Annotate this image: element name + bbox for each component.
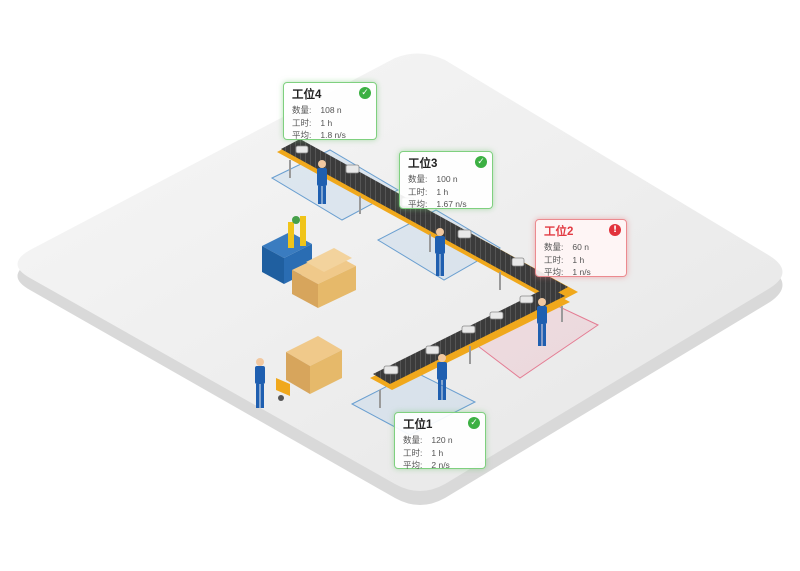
avg-label: 平均: bbox=[408, 199, 428, 209]
qty-label: 数量: bbox=[292, 105, 312, 115]
station-title: 工位1 bbox=[403, 419, 433, 431]
check-icon: ✓ bbox=[468, 417, 480, 429]
time-value: 1 h bbox=[436, 186, 449, 197]
station-title: 工位2 bbox=[544, 226, 574, 238]
worker-figures bbox=[255, 160, 547, 408]
qty-label: 数量: bbox=[544, 242, 564, 252]
check-icon: ✓ bbox=[359, 87, 371, 99]
station-card-2[interactable]: ! 工位2 数量: 60 n 工时: 1 h 平均: 1 n/s bbox=[535, 219, 627, 277]
qty-label: 数量: bbox=[403, 435, 423, 445]
time-label: 工时: bbox=[403, 447, 423, 458]
check-icon: ✓ bbox=[475, 156, 487, 168]
loading-machine bbox=[262, 216, 312, 284]
avg-label: 平均: bbox=[544, 267, 564, 277]
avg-label: 平均: bbox=[403, 460, 423, 470]
time-label: 工时: bbox=[292, 117, 312, 128]
avg-value: 1.8 n/s bbox=[320, 130, 346, 140]
avg-value: 1 n/s bbox=[572, 267, 591, 277]
time-value: 1 h bbox=[572, 254, 585, 265]
time-value: 1 h bbox=[320, 117, 333, 128]
qty-value: 120 n bbox=[431, 435, 453, 445]
avg-value: 1.67 n/s bbox=[436, 199, 467, 209]
crates-bottom bbox=[276, 336, 342, 401]
station-title: 工位4 bbox=[292, 89, 322, 101]
station-card-1[interactable]: ✓ 工位1 数量: 120 n 工时: 1 h 平均: 2 n/s bbox=[394, 412, 486, 470]
time-label: 工时: bbox=[408, 186, 428, 197]
qty-value: 108 n bbox=[320, 105, 342, 115]
station-title: 工位3 bbox=[408, 158, 438, 170]
qty-value: 100 n bbox=[436, 174, 458, 184]
time-value: 1 h bbox=[431, 447, 444, 458]
qty-value: 60 n bbox=[572, 242, 589, 252]
platform bbox=[17, 53, 783, 506]
avg-label: 平均: bbox=[292, 130, 312, 140]
station-card-4[interactable]: ✓ 工位4 数量: 108 n 工时: 1 h 平均: 1.8 n/s bbox=[283, 82, 377, 140]
time-label: 工时: bbox=[544, 254, 564, 265]
crates-top bbox=[292, 248, 356, 308]
exclamation-icon: ! bbox=[609, 224, 621, 236]
avg-value: 2 n/s bbox=[431, 460, 450, 470]
qty-label: 数量: bbox=[408, 174, 428, 184]
station-card-3[interactable]: ✓ 工位3 数量: 100 n 工时: 1 h 平均: 1.67 n/s bbox=[399, 151, 493, 209]
conveyor bbox=[277, 139, 578, 408]
